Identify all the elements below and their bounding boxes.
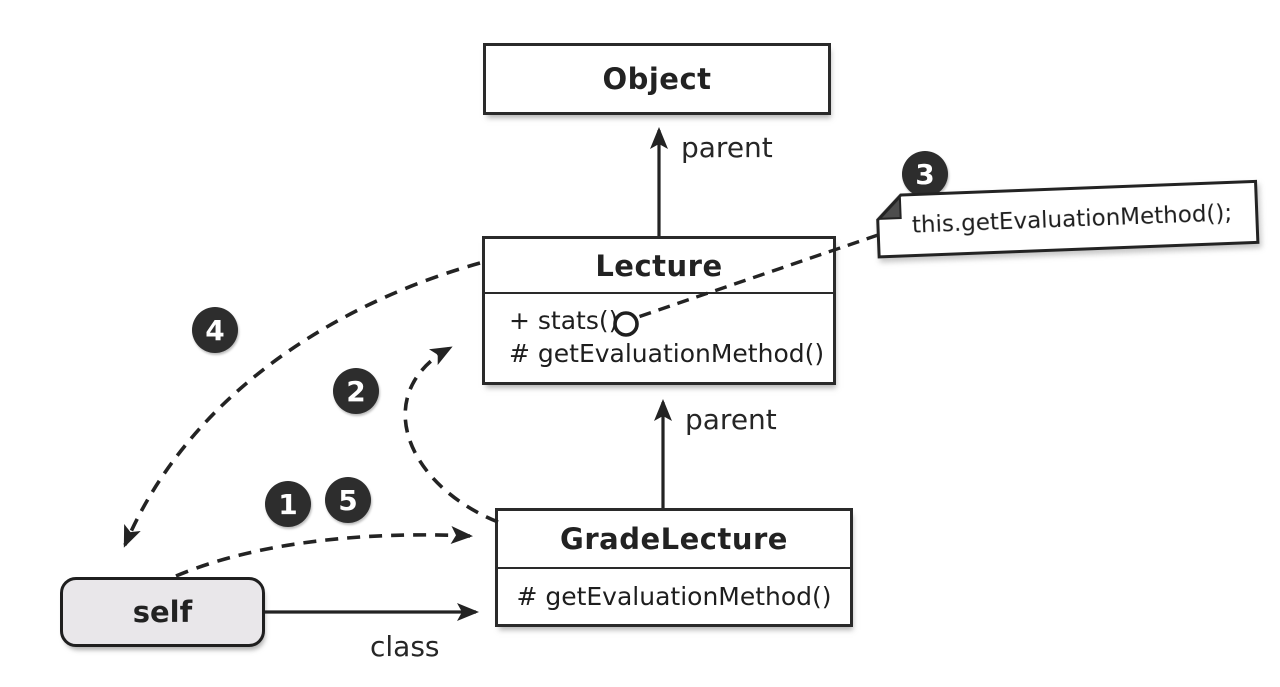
class-name-gradelecture: GradeLecture [560, 522, 788, 556]
class-box-object: Object [483, 43, 831, 115]
step-badge-1: 1 [265, 481, 311, 527]
edge-label-class: class [370, 630, 440, 663]
class-box-gradelecture: GradeLecture # getEvaluationMethod() [495, 508, 853, 627]
edge-label-parent-mid: parent [685, 403, 777, 436]
step-badge-4: 4 [192, 307, 238, 353]
step-badge-2: 2 [333, 368, 379, 414]
code-note: this.getEvaluationMethod(); [875, 179, 1261, 260]
edge-lookup-self-to-gradelecture [175, 526, 473, 578]
class-box-lecture: Lecture + stats() # getEvaluationMethod(… [482, 236, 836, 385]
lecture-methods: + stats() # getEvaluationMethod() [485, 294, 833, 370]
method-get-evaluation-method-override: # getEvaluationMethod() [516, 582, 832, 611]
class-name-object: Object [602, 62, 712, 96]
step-badge-3: 3 [902, 151, 948, 197]
class-name-lecture: Lecture [595, 248, 723, 283]
self-reference-box: self [60, 577, 265, 647]
note-shape [876, 179, 1260, 259]
note-text: this.getEvaluationMethod(); [911, 200, 1233, 239]
note-fold-corner [877, 194, 902, 220]
compartment-divider [498, 567, 850, 569]
edge-label-parent-top: parent [681, 131, 773, 164]
method-stats: + stats() [509, 306, 619, 335]
gradelecture-methods: # getEvaluationMethod() [498, 569, 850, 613]
self-label: self [132, 595, 193, 629]
step-badge-5: 5 [325, 477, 371, 523]
method-get-evaluation-method: # getEvaluationMethod() [509, 339, 825, 368]
